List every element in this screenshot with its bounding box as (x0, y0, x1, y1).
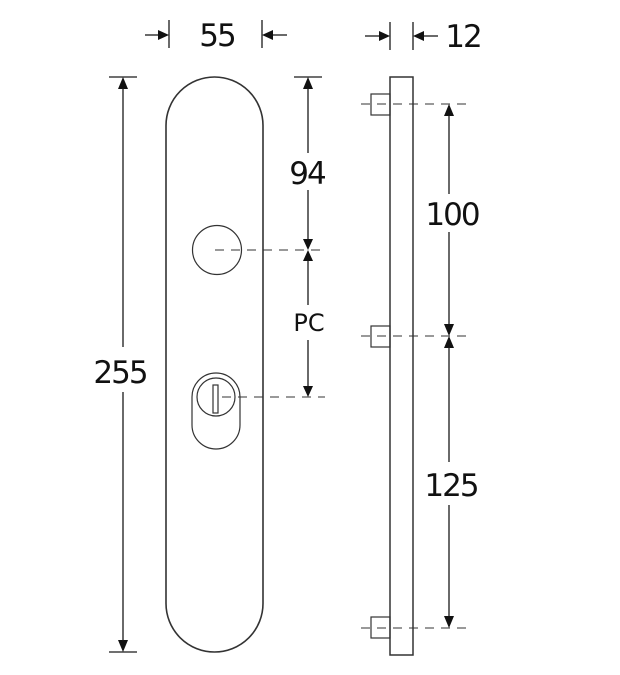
fixing-pin-middle (370, 325, 391, 348)
width-label: 55 (199, 18, 235, 54)
upper-pin-spacing-dimension: 100 (425, 104, 481, 336)
lower-pin-spacing-label: 125 (424, 468, 477, 504)
fixing-pin-bottom (370, 616, 391, 639)
lower-pin-spacing-dimension: 125 (424, 336, 480, 628)
handle-offset-label: 94 (289, 156, 325, 192)
fixing-pin-top (370, 93, 391, 116)
escutcheon-plate-outline (165, 76, 264, 653)
width-dimension: 55 (145, 18, 287, 54)
thickness-dimension: 12 (365, 19, 483, 55)
handle-hole (191, 224, 243, 276)
center-distance-dimension: PC (293, 250, 325, 397)
front-view: 55 255 94 PC (93, 18, 327, 653)
cylinder-core-circle (196, 377, 236, 417)
height-dimension: 255 (93, 76, 149, 653)
cylinder-cutout-outline (191, 372, 241, 450)
height-label: 255 (93, 355, 146, 391)
thickness-label: 12 (445, 19, 480, 55)
upper-pin-spacing-label: 100 (425, 197, 478, 233)
plate-side-profile (389, 76, 414, 656)
handle-offset-dimension: 94 (289, 76, 327, 250)
center-distance-label: PC (293, 309, 324, 337)
side-view: 12 100 125 (361, 19, 483, 656)
key-slot (212, 384, 219, 414)
